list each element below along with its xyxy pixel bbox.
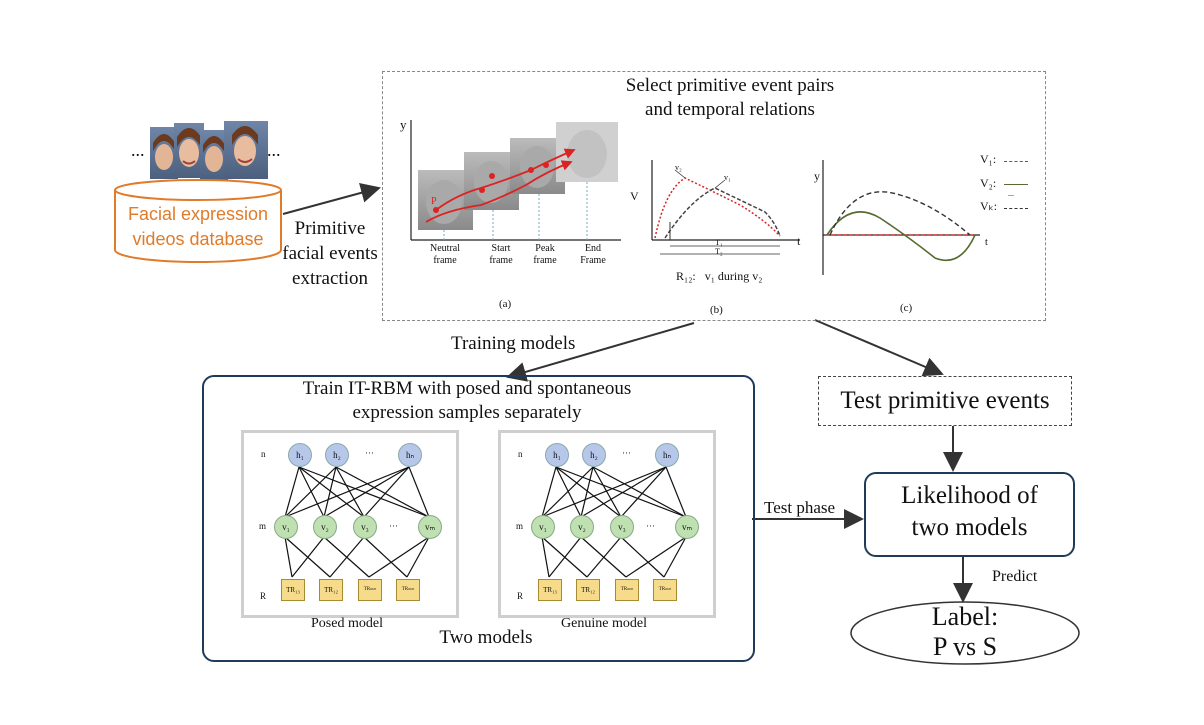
panel-a-y-axis: y	[400, 117, 407, 132]
panel-b-t2-label: T₂	[715, 247, 723, 256]
panel-c-legend: V₁: V₂: ... Vₖ:	[980, 152, 1040, 214]
train-box-title-line1: Train IT-RBM with posed and spontaneous	[302, 378, 632, 399]
posed-visible-node: v₃	[353, 515, 377, 539]
panel-a-caption: (a)	[499, 298, 512, 310]
likelihood-line2: two models	[911, 514, 1028, 541]
panel-a-point-p: P	[431, 196, 437, 207]
genuine-visible-node: vₘ	[675, 515, 699, 539]
genuine-relation-node: TR₁₂	[576, 579, 600, 601]
posed-hidden-node: hₙ	[398, 443, 422, 467]
panel-b-v1-label: v₁	[724, 173, 731, 182]
ellipsis-left: ...	[131, 140, 145, 160]
faces-image	[150, 121, 268, 180]
two-models-label: Two models	[439, 627, 533, 648]
train-box-title-line2: expression samples separately	[352, 402, 582, 423]
genuine-visible-node: v₃	[610, 515, 634, 539]
test-primitive-events-box: Test primitive events	[818, 376, 1072, 426]
posed-model-network: n m R h₁ h₂ ··· hₙ v₁ v₂ v₃ ··· vₘ TR₁₃ …	[241, 430, 459, 618]
panel-c-caption: (c)	[900, 302, 913, 314]
train-box	[202, 375, 755, 662]
legend-v1: V₁:	[980, 152, 997, 166]
genuine-relation-node: TRₘₘ	[615, 579, 639, 601]
genuine-model-caption: Genuine model	[561, 616, 647, 631]
panel-c-curves	[822, 160, 980, 275]
extraction-label-line3: extraction	[292, 268, 368, 289]
genuine-visible-node: v₁	[531, 515, 555, 539]
posed-hidden-node: h₁	[288, 443, 312, 467]
label-ellipse	[850, 601, 1080, 665]
select-box-title-line2: and temporal relations	[645, 99, 815, 120]
posed-visible-dots: ···	[389, 521, 398, 531]
posed-model-caption: Posed model	[311, 616, 383, 631]
extraction-label-line1: Primitive	[294, 218, 366, 239]
arrow-select-to-test	[814, 319, 944, 377]
legend-vk: Vₖ:	[980, 199, 998, 213]
likelihood-line1: Likelihood of	[901, 482, 1038, 509]
database-label-line1: Facial expression	[127, 204, 269, 224]
posed-visible-node: v₂	[313, 515, 337, 539]
ellipsis-right: ...	[267, 140, 281, 160]
genuine-relation-node: TRₘₘ	[653, 579, 677, 601]
posed-visible-node: vₘ	[418, 515, 442, 539]
posed-hidden-node: h₂	[325, 443, 349, 467]
panel-b-caption: (b)	[710, 304, 723, 316]
extraction-label-line2: facial events	[282, 243, 378, 264]
posed-network-edges	[284, 466, 430, 578]
panel-c-x-axis: t	[985, 237, 988, 248]
genuine-visible-dots: ···	[646, 521, 655, 531]
predict-label: Predict	[992, 568, 1038, 585]
panel-b-y-axis: V	[630, 189, 639, 203]
posed-row-label-m: m	[259, 521, 267, 531]
arrow-database-to-select	[282, 183, 381, 215]
label-line1: Label:	[931, 602, 999, 631]
legend-dots: ...	[1008, 189, 1014, 198]
genuine-hidden-node: h₁	[545, 443, 569, 467]
panel-b-v2-label: v₂	[675, 163, 682, 172]
posed-visible-node: v₁	[274, 515, 298, 539]
panel-b-curves	[651, 160, 800, 255]
posed-relation-node: TR₁₂	[319, 579, 343, 601]
posed-relation-node: TR₁₃	[281, 579, 305, 601]
database-cylinder	[114, 179, 282, 263]
legend-vk-swatch	[1004, 208, 1028, 209]
arrow-select-to-train	[506, 322, 695, 382]
likelihood-box: Likelihood of two models	[864, 472, 1075, 557]
posed-relation-node: TRₘₘ	[358, 579, 382, 601]
panel-a-frames	[410, 120, 621, 241]
genuine-row-label-n: n	[518, 449, 523, 459]
genuine-row-label-r: R	[517, 591, 524, 601]
posed-hidden-dots: ···	[365, 448, 374, 458]
legend-v2: V₂:	[980, 176, 997, 190]
test-phase-label: Test phase	[764, 498, 836, 517]
posed-row-label-r: R	[260, 591, 267, 601]
genuine-hidden-dots: ···	[622, 448, 631, 458]
database-label-line2: videos database	[132, 229, 264, 249]
genuine-hidden-node: h₂	[582, 443, 606, 467]
legend-v1-swatch	[1004, 161, 1028, 162]
genuine-row-label-m: m	[516, 521, 524, 531]
genuine-visible-node: v₂	[570, 515, 594, 539]
genuine-model-network: n m R h₁ h₂ ··· hₙ v₁ v₂ v₃ ··· vₘ TR₁₃ …	[498, 430, 716, 618]
panel-b-relation: R₁₂: v₁ during v₂	[676, 269, 763, 283]
label-line2: P vs S	[932, 632, 998, 661]
genuine-relation-node: TR₁₃	[538, 579, 562, 601]
panel-c-y-axis: y	[814, 169, 820, 183]
panel-b-t1-label: T₁	[715, 238, 723, 247]
face-thumbnails	[150, 121, 268, 183]
genuine-hidden-node: hₙ	[655, 443, 679, 467]
training-models-label: Training models	[451, 333, 576, 354]
panel-b-x-axis: t	[797, 234, 801, 248]
posed-row-label-n: n	[261, 449, 266, 459]
select-pairs-box	[382, 71, 1046, 321]
select-box-title-line1: Select primitive event pairs	[625, 75, 835, 96]
posed-relation-node: TRₘₘ	[396, 579, 420, 601]
legend-v2-swatch	[1004, 184, 1028, 185]
genuine-network-edges	[541, 466, 687, 578]
